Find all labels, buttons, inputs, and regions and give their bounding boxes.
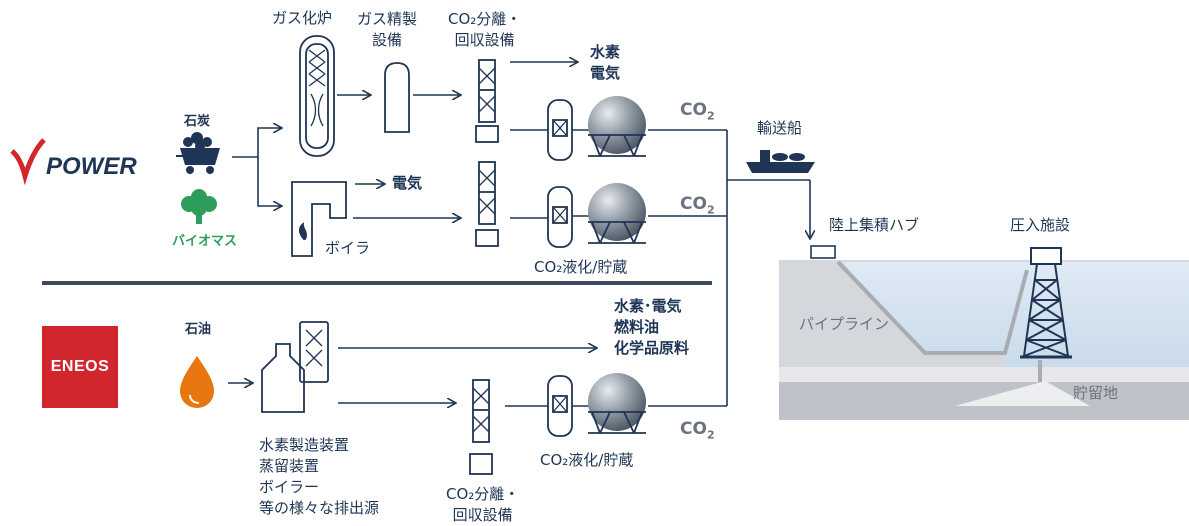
eneos-logo: ENEOS xyxy=(42,326,118,408)
electricity-label: 電気 xyxy=(392,174,423,192)
capture-tower-mid xyxy=(475,161,499,247)
co2-label-top: CO2 xyxy=(680,100,715,123)
liquefaction-bottom-label: CO₂液化/貯蔵 xyxy=(540,451,634,469)
co2-label-bottom: CO2 xyxy=(680,419,715,442)
oil-drop-icon xyxy=(180,356,214,408)
geology-section xyxy=(779,260,1189,420)
co2-capture-top-label: CO₂分離・ 回収設備 xyxy=(448,10,522,49)
capture-tower-bottom xyxy=(469,379,493,475)
ship-icon xyxy=(746,150,815,173)
biomass-label: バイオマス xyxy=(172,234,238,249)
capture-tower-top xyxy=(475,59,499,143)
pipeline-label: パイプライン xyxy=(799,315,890,333)
hub-label: 陸上集積ハブ xyxy=(829,216,920,234)
hub-box xyxy=(810,245,836,259)
storage-sphere-top xyxy=(588,96,646,157)
injection-label: 圧入施設 xyxy=(1010,216,1071,234)
gas-refining-label: ガス精製 設備 xyxy=(357,10,418,49)
jpower-logo: POWER xyxy=(8,134,153,189)
eneos-products-label: 水素･電気 燃料油 化学品原料 xyxy=(614,297,690,357)
liquefier-mid xyxy=(547,186,573,248)
storage-sphere-mid xyxy=(588,183,646,244)
liquefier-top xyxy=(547,99,573,161)
hydrogen-electricity-label: 水素 電気 xyxy=(590,43,621,82)
co2-capture-bottom-label: CO₂分離・ 回収設備 xyxy=(446,485,520,524)
coal-icon xyxy=(176,132,220,174)
boiler-unit xyxy=(291,181,347,257)
liquefaction-mid-label: CO₂液化/貯蔵 xyxy=(534,258,628,276)
eneos-sources-label: 水素製造装置 蒸留装置 ボイラー 等の様々な排出源 xyxy=(259,436,380,517)
storage-sphere-bottom xyxy=(588,373,646,434)
liquefier-bottom xyxy=(547,375,573,437)
gasifier-label: ガス化炉 xyxy=(272,9,333,27)
ship-label: 輸送船 xyxy=(757,119,803,137)
tree-icon xyxy=(181,189,217,224)
coal-label: 石炭 xyxy=(184,114,211,129)
co2-label-mid: CO2 xyxy=(680,194,715,217)
jpower-logo-text: POWER xyxy=(46,153,137,180)
oil-label: 石油 xyxy=(185,322,212,337)
gasifier-unit xyxy=(299,35,335,157)
eneos-logo-text: ENEOS xyxy=(50,358,110,375)
gas-refining-unit xyxy=(384,62,410,133)
refinery-unit xyxy=(261,321,329,413)
reservoir-label: 貯留地 xyxy=(1073,384,1119,402)
boiler-label: ボイラ xyxy=(325,239,371,257)
injection-rig xyxy=(1020,247,1072,359)
